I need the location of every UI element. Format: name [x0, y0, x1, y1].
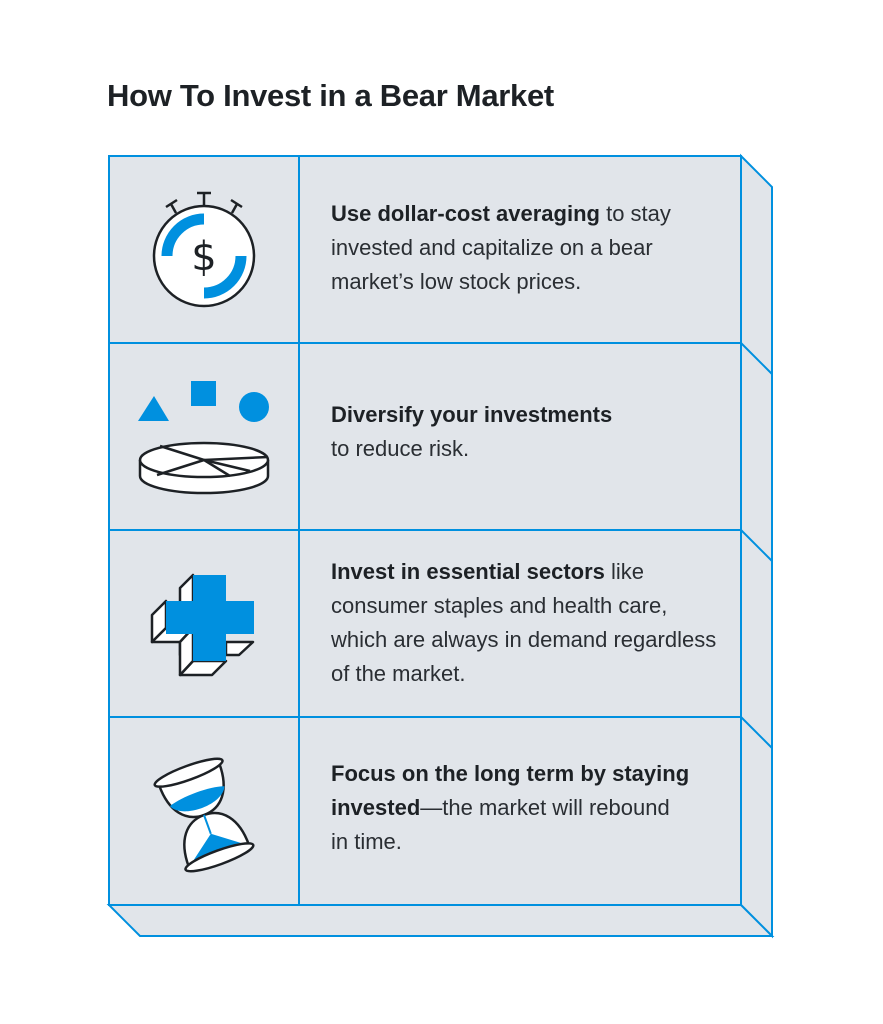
tip-body: like consumer staples and health care, w… — [331, 559, 717, 686]
tip-essential-sectors: Invest in essential sectors like consume… — [331, 555, 726, 691]
page-title: How To Invest in a Bear Market — [107, 78, 554, 113]
tip-heading: Diversify your investments — [331, 402, 613, 427]
pie-chart-shapes-icon — [138, 381, 270, 495]
tip-dollar-cost-averaging: Use dollar-cost averaging to stay invest… — [331, 197, 731, 299]
tip-heading: Invest in essential sectors — [331, 559, 605, 584]
tip-heading: Use dollar-cost averaging — [331, 201, 600, 226]
tip-diversify: Diversify your investments to reduce ris… — [331, 398, 671, 466]
hourglass-icon — [153, 757, 255, 873]
tip-long-term: Focus on the long term by staying invest… — [331, 757, 691, 859]
tip-body: —the market will rebound in time. — [331, 795, 670, 854]
stopwatch-dollar-icon: $ — [152, 191, 256, 308]
medical-cross-icon — [150, 573, 255, 677]
tip-body: to reduce risk. — [331, 436, 470, 461]
tip-heading: Focus on the long term by staying invest… — [331, 761, 690, 820]
box-bottom-face — [106, 904, 775, 937]
tip-body: to stay invested and capitalize on a bea… — [331, 201, 671, 294]
svg-text:$: $ — [191, 234, 216, 280]
